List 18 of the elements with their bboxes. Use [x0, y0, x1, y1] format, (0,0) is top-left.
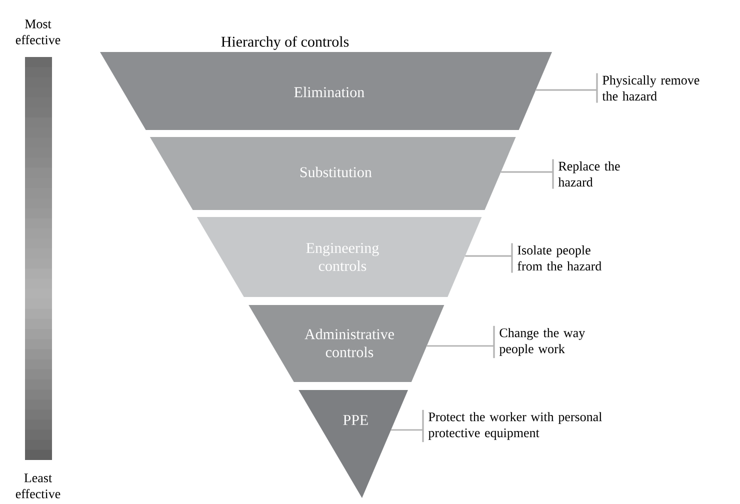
scale-label: Least effective [16, 474, 60, 498]
scale-label: Most effective [16, 20, 60, 44]
pyramid-band: Administrative controls [248, 305, 444, 382]
description-text: Protect the worker with personal protective equipment [422, 410, 602, 442]
description-text: Replace the hazard [552, 159, 620, 189]
description-text: Physically remove the hazard [596, 73, 700, 103]
pyramid-band: Substitution [150, 137, 516, 210]
pyramid-band: Engineering controls [196, 217, 482, 297]
pyramid-band: PPE [298, 390, 408, 498]
description-text: Isolate people from the hazard [511, 243, 602, 273]
leader-line [536, 89, 597, 91]
leader-line [391, 429, 423, 431]
pyramid-band: Elimination [100, 52, 552, 130]
leader-line [465, 255, 512, 257]
leader-line [426, 345, 494, 347]
description-text: Change the way people work [493, 326, 586, 358]
leader-line [500, 171, 553, 173]
title: Hierarchy of controls [221, 36, 349, 50]
